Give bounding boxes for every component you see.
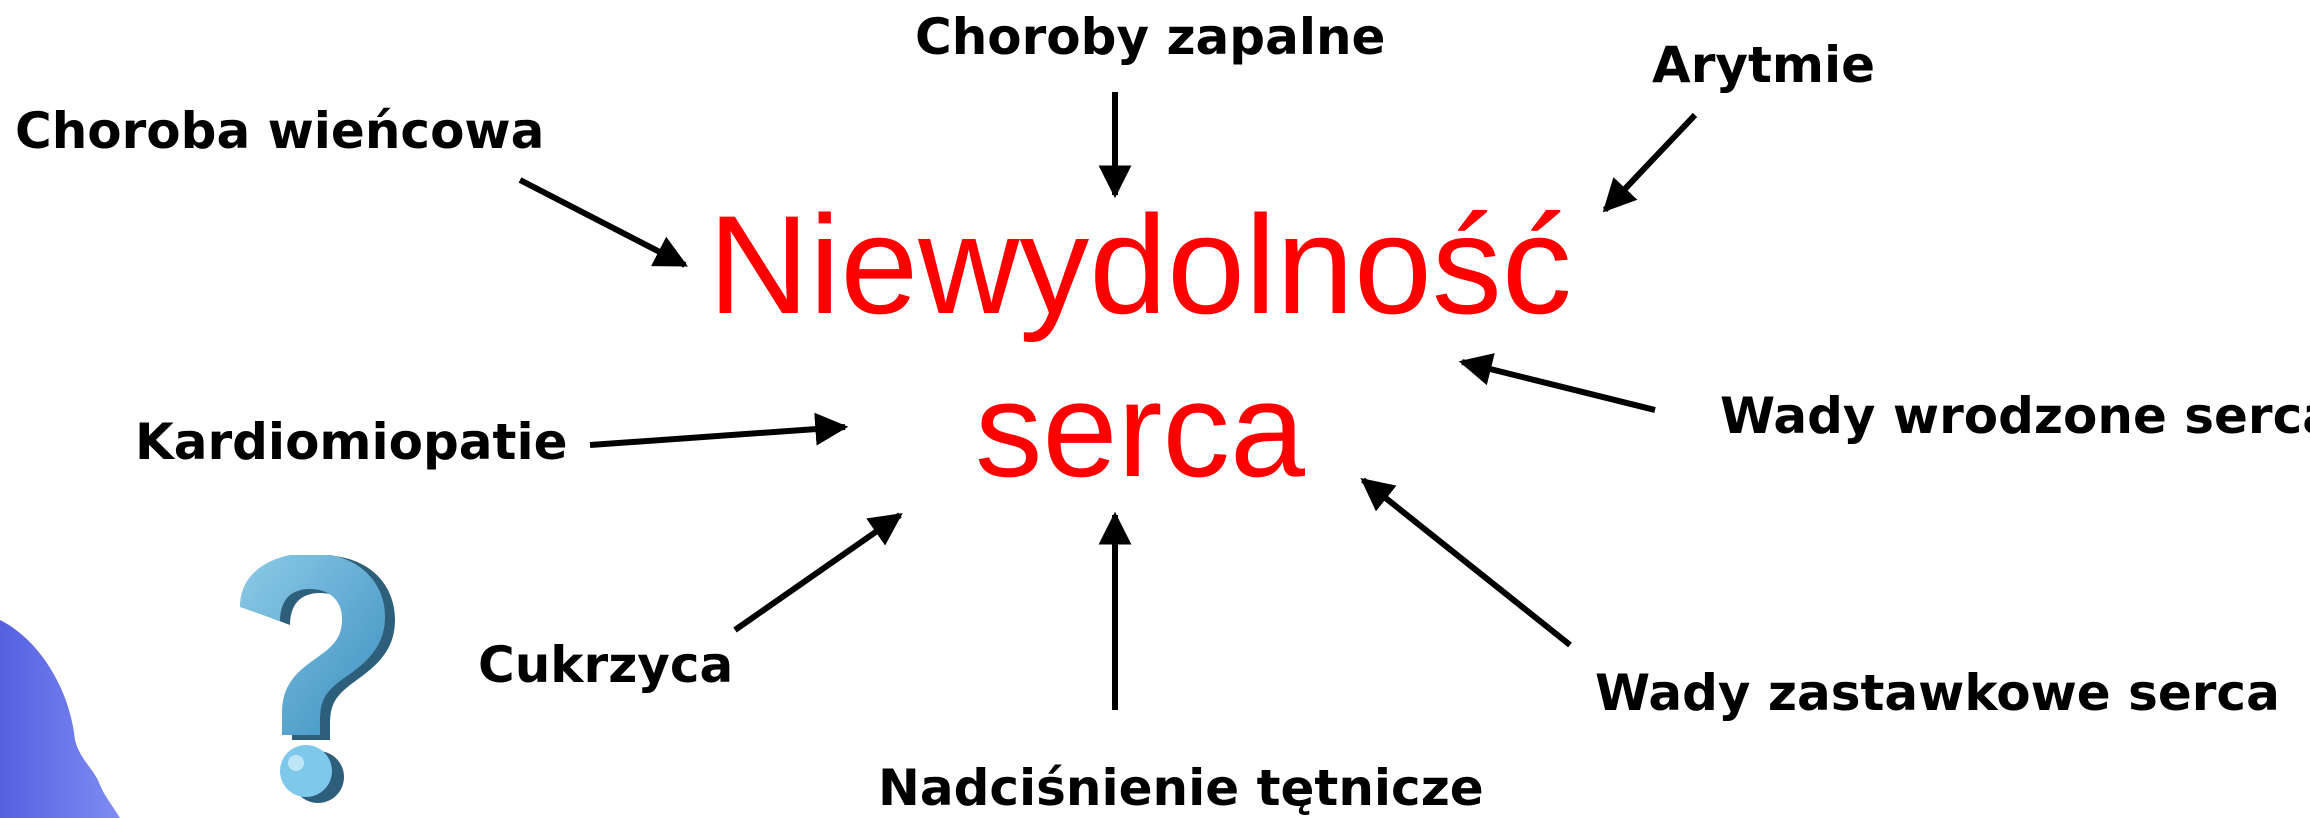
label-cardiomyopathies: Kardiomiopatie: [135, 413, 568, 471]
arrow-coronary: [518, 177, 688, 268]
arrow-diabetes: [733, 512, 903, 633]
label-valvular-defects: Wady zastawkowe serca: [1595, 664, 2280, 722]
arrow-congenital: [1458, 353, 1656, 413]
label-congenital-defects: Wady wrodzone serca: [1720, 387, 2310, 445]
label-diabetes: Cukrzyca: [478, 636, 734, 694]
head-silhouette-icon: [0, 620, 120, 818]
arrow-arrhythmia: [1602, 112, 1698, 213]
center-title-line2: serca: [974, 354, 1306, 505]
arrow-cardiomyopathy: [589, 412, 849, 448]
label-hypertension: Nadciśnienie tętnicze: [878, 759, 1484, 817]
center-title-line1: Niewydolność: [708, 186, 1572, 343]
arrow-valvular: [1360, 477, 1572, 648]
label-inflammatory-diseases: Choroby zapalne: [915, 8, 1386, 66]
label-arrhythmias: Arytmie: [1652, 36, 1875, 94]
label-coronary-disease: Choroba wieńcowa: [15, 102, 545, 160]
question-mark-icon: [240, 555, 395, 803]
